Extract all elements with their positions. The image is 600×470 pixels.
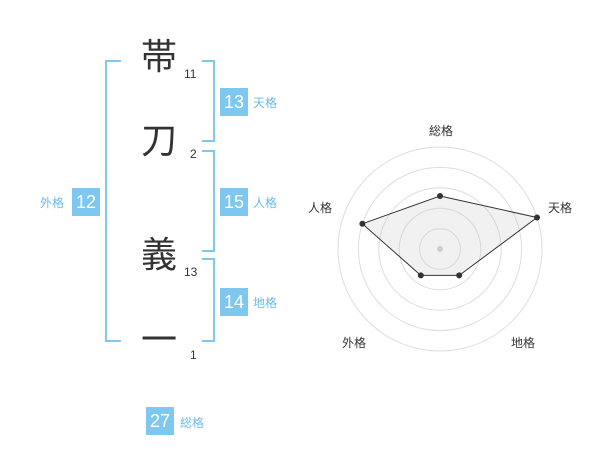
chikaku-score: 14 xyxy=(220,288,248,316)
radar-point-4 xyxy=(417,272,424,279)
gaikaku-label: 外格 xyxy=(40,196,65,210)
stroke-count-2: 2 xyxy=(190,147,197,161)
radar-point-1 xyxy=(437,192,443,199)
radar-ring-1 xyxy=(419,228,461,270)
radar-center-dot xyxy=(437,246,443,252)
soukaku-label: 総格 xyxy=(180,416,205,430)
stroke-count-4: 1 xyxy=(190,348,197,362)
jinkaku-bracket xyxy=(202,150,215,252)
radar-point-3 xyxy=(456,272,463,279)
radar-point-5 xyxy=(359,220,366,227)
jinkaku-label: 人格 xyxy=(253,196,278,210)
radar-axis-label-2: 天格 xyxy=(548,200,572,215)
stroke-count-3: 13 xyxy=(184,265,198,279)
gaikaku-bracket xyxy=(105,60,121,342)
name-char-3: 義 xyxy=(141,235,178,276)
name-char-1: 帯 xyxy=(141,37,178,78)
radar-polygon xyxy=(361,195,539,276)
soukaku-score: 27 xyxy=(146,407,174,435)
radar-ring-5 xyxy=(337,146,543,352)
radar-point-2 xyxy=(534,214,541,221)
gaikaku-score: 12 xyxy=(72,188,100,216)
tenkaku-bracket xyxy=(202,60,215,142)
jinkaku-score: 15 xyxy=(220,188,248,216)
tenkaku-label: 天格 xyxy=(253,96,278,110)
radar-ring-3 xyxy=(378,187,502,311)
chikaku-bracket xyxy=(202,258,215,342)
stroke-count-1: 11 xyxy=(184,67,197,81)
radar-ring-2 xyxy=(398,207,482,291)
name-char-4: 一 xyxy=(141,320,178,361)
radar-ring-4 xyxy=(357,166,523,332)
chikaku-label: 地格 xyxy=(253,296,278,310)
radar-axis-label-1: 総格 xyxy=(429,123,453,138)
radar-axis-label-5: 人格 xyxy=(308,200,332,215)
tenkaku-score: 13 xyxy=(220,88,248,116)
radar-axis-label-4: 外格 xyxy=(342,335,366,350)
radar-axis-label-3: 地格 xyxy=(511,335,535,350)
name-char-2: 刀 xyxy=(141,121,178,162)
